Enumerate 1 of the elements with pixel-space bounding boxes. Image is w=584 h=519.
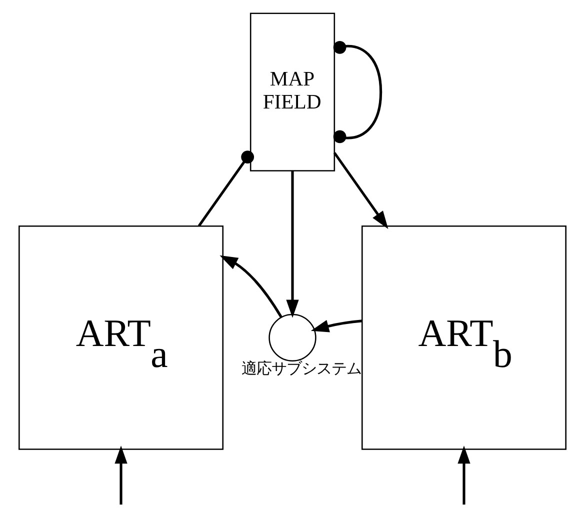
node-label: 適応サブシステム <box>241 360 362 378</box>
